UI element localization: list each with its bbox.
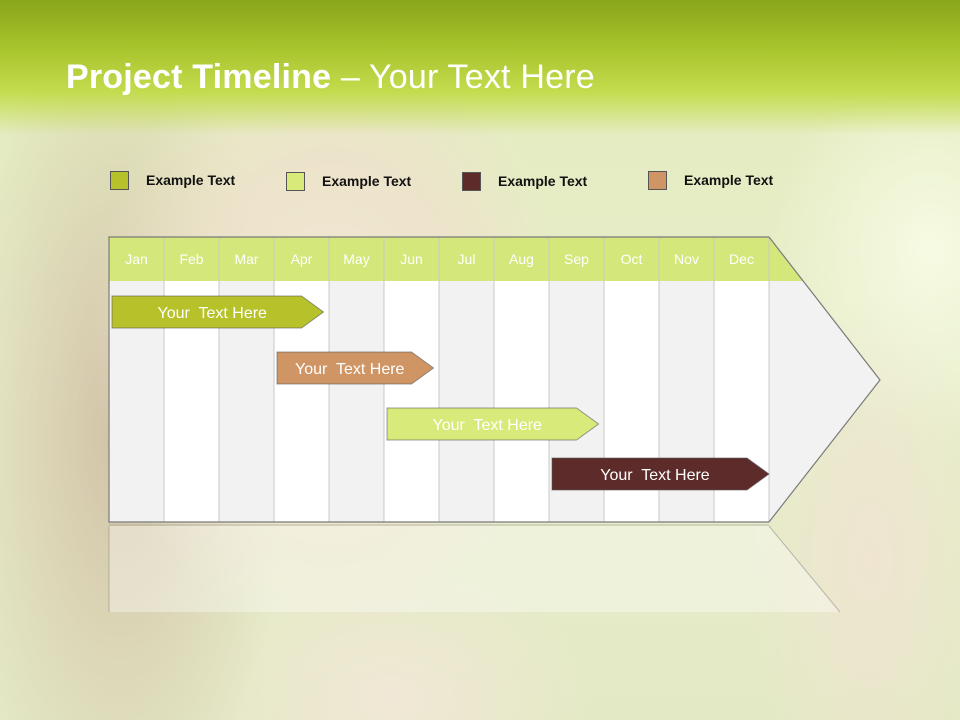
month-column-jul [439,281,494,522]
page-title: Project Timeline – Your Text Here [66,58,595,97]
month-label-jan: Jan [125,251,148,267]
month-label-aug: Aug [509,251,534,267]
timeline-arrow-head [769,237,880,522]
task-bar-4 [551,457,770,491]
title-bold: Project Timeline [66,58,332,96]
reflection-edge-right [768,525,841,613]
month-label-jun: Jun [400,251,423,267]
task-bar-2 [276,351,435,385]
title-rest: – Your Text Here [331,58,595,96]
legend-swatch-1 [110,171,129,190]
task-label-4: Your Text Here [600,467,710,484]
month-label-mar: Mar [234,251,258,267]
legend-label-4: Example Text [684,172,774,188]
task-label-1: Your Text Here [158,305,268,322]
legend-label-2: Example Text [322,173,412,189]
legend-label-3: Example Text [498,173,588,189]
legend-swatch-2 [286,172,305,191]
month-label-jul: Jul [458,251,476,267]
month-label-nov: Nov [674,251,699,267]
month-label-apr: Apr [291,251,313,267]
timeline-reflection [109,526,840,612]
task-label-3: Your Text Here [433,417,543,434]
month-label-feb: Feb [179,251,203,267]
task-label-2: Your Text Here [295,361,405,378]
title-band [0,0,960,135]
task-bar-3 [386,407,600,441]
month-label-sep: Sep [564,251,589,267]
legend-swatch-3 [462,172,481,191]
timeline-outline [108,236,769,523]
task-bar-1 [111,295,325,329]
timeline-arrow-outline [768,236,881,523]
month-label-may: May [343,251,369,267]
legend-swatch-4 [648,171,667,190]
month-label-oct: Oct [621,251,643,267]
month-label-dec: Dec [729,251,754,267]
month-column-aug [494,281,549,522]
legend-label-1: Example Text [146,172,236,188]
month-column-jun [384,281,439,522]
month-column-may [329,281,384,522]
